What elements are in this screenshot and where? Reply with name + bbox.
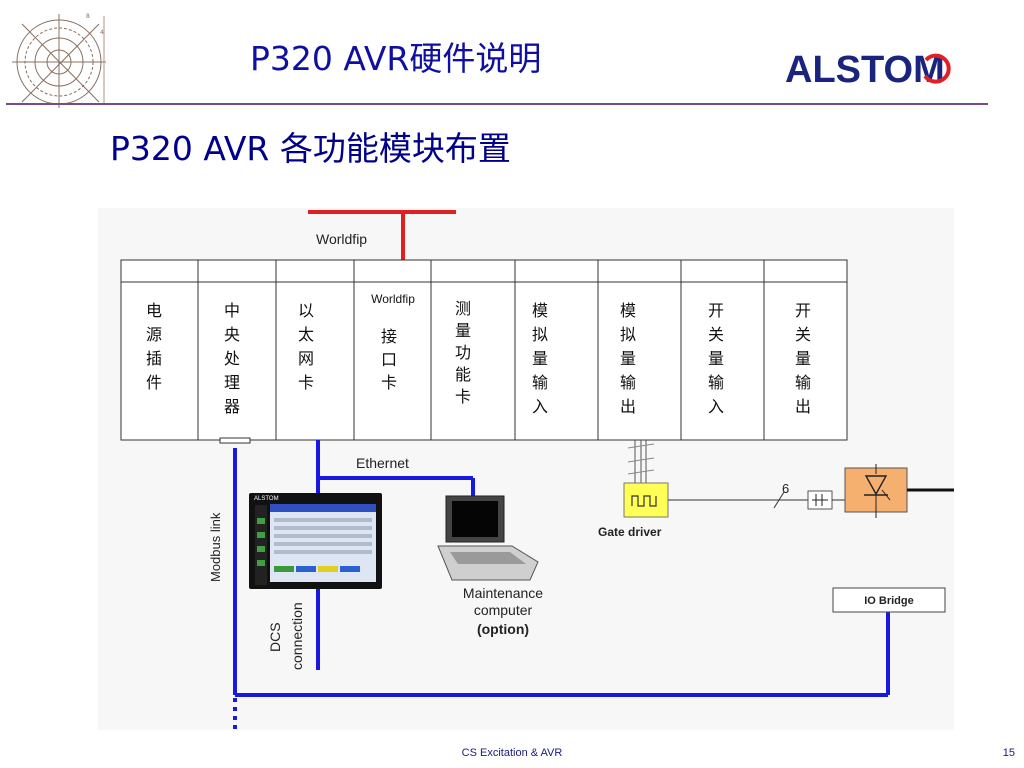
worldfip-bus: Worldfip [308, 210, 456, 260]
module-char: 输 [708, 373, 724, 392]
module-ethernet-card: 以 太 网 卡 [298, 301, 314, 392]
dcs-connection-label: connection [289, 602, 305, 670]
module-char: 插 [146, 349, 162, 368]
pulse-icon [631, 495, 657, 507]
alstom-logo: ALSTOM [785, 49, 951, 88]
module-char: 接 [381, 327, 397, 346]
module-char: 量 [455, 321, 471, 340]
module-char: 器 [224, 397, 240, 416]
dcs-label: DCS [267, 622, 283, 652]
svg-text:4: 4 [100, 29, 104, 36]
module-char: 中 [224, 301, 240, 320]
ethernet-label: Ethernet [356, 455, 409, 471]
module-char: 网 [298, 349, 314, 368]
gate-count-label: 6 [782, 481, 789, 496]
module-analog-output: 模 拟 量 输 出 [620, 301, 636, 416]
module-char: 量 [532, 349, 548, 368]
alstom-logo-text: ALSTOM [785, 49, 945, 88]
module-digital-input: 开 关 量 输 入 [708, 301, 724, 416]
gate-driver-label: Gate driver [598, 525, 662, 539]
hmi-operator-panel: ALSTOM [249, 493, 382, 589]
module-digital-output: 开 关 量 输 出 [795, 301, 811, 416]
module-rack [120, 259, 848, 441]
module-char: 卡 [455, 387, 471, 406]
module-char: 卡 [298, 373, 314, 392]
module-power-supply: 电 源 插 件 [146, 301, 162, 392]
decorative-logo: 84 [12, 13, 106, 108]
module-char: 源 [146, 325, 162, 344]
alstom-red-swoosh [923, 53, 951, 84]
modbus-link-label: Modbus link [208, 512, 223, 582]
module-measurement-card: 测 量 功 能 卡 [455, 299, 471, 406]
computer-label: computer [474, 602, 533, 618]
module-char: 电 [146, 301, 162, 320]
module-char: 入 [532, 397, 548, 416]
module-cpu: 中 央 处 理 器 [224, 301, 240, 416]
module-char: 能 [455, 365, 471, 384]
module-char: 开 [708, 301, 724, 320]
option-label: (option) [477, 621, 529, 637]
maintenance-label: Maintenance [463, 585, 543, 601]
module-char: 理 [224, 373, 240, 392]
module-char: 模 [620, 301, 636, 320]
module-char: 口 [381, 350, 397, 369]
maintenance-laptop-icon [437, 495, 539, 581]
module-char: 出 [795, 397, 811, 416]
gate-driver-link [627, 440, 655, 483]
svg-text:8: 8 [86, 13, 90, 20]
module-char: 关 [795, 325, 811, 344]
bus-count-slash [773, 491, 785, 509]
module-char: 太 [298, 325, 314, 344]
slide-title: P320 AVR硬件说明 [250, 39, 542, 78]
cpu-connector [219, 437, 251, 444]
module-char: 量 [620, 349, 636, 368]
page-number: 15 [1002, 747, 1015, 759]
module-char: 量 [795, 349, 811, 368]
gate-driver-box [623, 482, 669, 518]
module-char: 央 [224, 325, 240, 344]
hmi-brand-label: ALSTOM [254, 496, 279, 502]
module-char: 出 [620, 397, 636, 416]
module-char: 测 [455, 299, 471, 318]
module-char: 输 [620, 373, 636, 392]
module-char: 拟 [620, 325, 636, 344]
module-analog-input: 模 拟 量 输 入 [532, 301, 548, 416]
module-char: 模 [532, 301, 548, 320]
thyristor-bridge-icon [844, 464, 908, 518]
footer-text: CS Excitation & AVR [461, 747, 563, 759]
pulse-transformer-icon [807, 490, 833, 510]
io-bridge-box [832, 587, 946, 613]
module-char: 开 [795, 301, 811, 320]
module-header: Worldfip [371, 292, 415, 306]
module-char: 输 [795, 373, 811, 392]
worldfip-label: Worldfip [316, 231, 367, 247]
module-char: 关 [708, 325, 724, 344]
module-worldfip-card: Worldfip 接 口 卡 [371, 292, 415, 392]
module-char: 功 [455, 343, 471, 362]
module-char: 输 [532, 373, 548, 392]
module-char: 入 [708, 397, 724, 416]
header-divider [6, 103, 988, 105]
module-char: 处 [224, 349, 240, 368]
hardware-layout-diagram: Worldfip 电 源 插 件 中 央 处 理 器 以 太 网 卡 World… [120, 210, 954, 730]
module-char: 以 [298, 301, 314, 320]
module-char: 量 [708, 349, 724, 368]
module-char: 件 [146, 373, 162, 392]
module-char: 拟 [532, 325, 548, 344]
section-subtitle: P320 AVR 各功能模块布置 [110, 129, 511, 168]
io-bridge-label: IO Bridge [864, 595, 914, 607]
module-char: 卡 [381, 373, 397, 392]
